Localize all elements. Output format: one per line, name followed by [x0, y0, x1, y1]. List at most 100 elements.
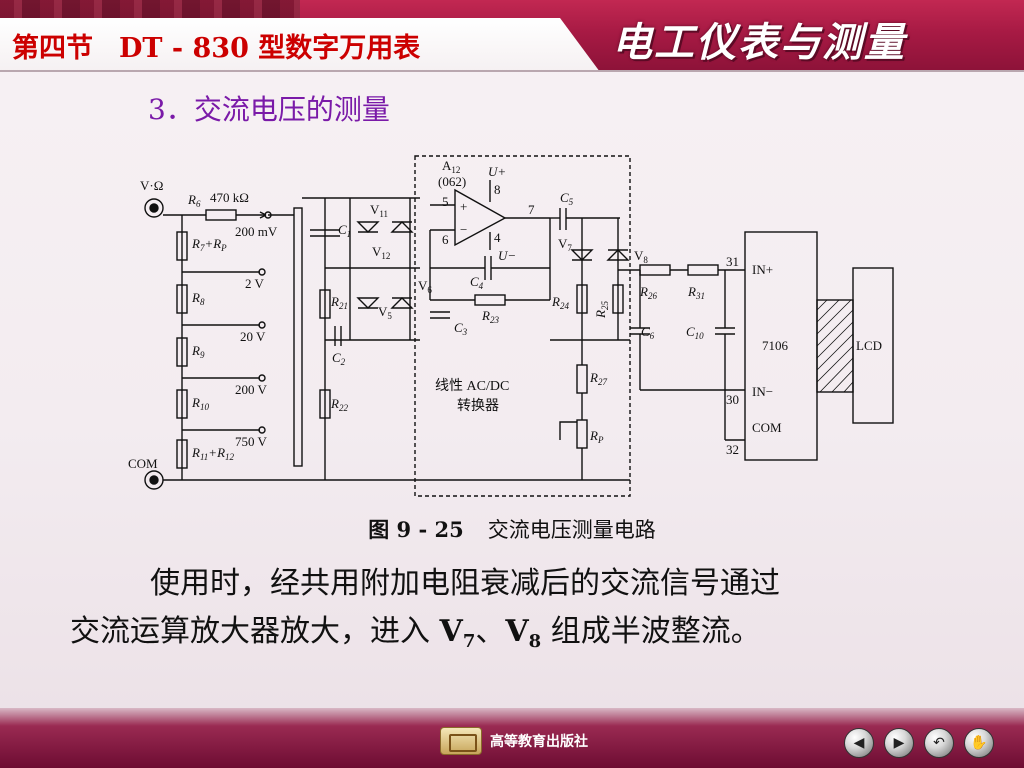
label-pin4: 4 — [494, 230, 501, 245]
return-button[interactable]: ↶ — [924, 728, 954, 758]
label-v6-sub: 6 — [427, 285, 432, 295]
label-a12: A — [442, 158, 452, 173]
label-r21-sub: 21 — [339, 301, 348, 311]
body-paragraph: 使用时，经共用附加电阻衰减后的交流信号通过 交流运算放大器放大，进入 V7、V8… — [70, 560, 960, 666]
slide-navigation: ◀ ▶ ↶ ✋ — [844, 728, 994, 758]
label-r8-sub: 8 — [200, 297, 205, 307]
label-in-minus: IN− — [752, 384, 773, 399]
label-com: COM — [128, 456, 158, 471]
label-r6-sub: 6 — [196, 199, 201, 209]
label-c6-sub: 6 — [650, 331, 655, 341]
label-com-pin: COM — [752, 420, 782, 435]
label-r10: R — [191, 395, 200, 410]
svg-text:V12: V12 — [372, 244, 390, 261]
label-r11r12: R — [191, 445, 200, 460]
label-range-750v: 750 V — [235, 434, 268, 449]
label-uminus: U− — [498, 248, 516, 263]
label-c2-sub: 2 — [341, 357, 346, 367]
svg-text:C4: C4 — [470, 274, 484, 291]
label-v12: V — [372, 244, 382, 259]
course-brand-title: 电工仪表与测量 — [612, 20, 906, 66]
label-r6-value: 470 kΩ — [210, 190, 249, 205]
label-r7rp: R — [191, 236, 200, 251]
label-r7rp-sub2: P — [220, 243, 227, 253]
header-divider — [0, 70, 1024, 72]
label-c1: C — [338, 222, 347, 237]
header-title-tab — [0, 18, 600, 72]
next-slide-button[interactable]: ▶ — [884, 728, 914, 758]
label-r25: R — [593, 310, 608, 319]
label-r31: R — [687, 284, 696, 299]
label-r8: R — [191, 290, 200, 305]
label-c4-sub: 4 — [479, 281, 484, 291]
label-a12-sub: 12 — [451, 165, 460, 175]
label-range-2v: 2 V — [245, 276, 265, 291]
label-r25-sub: 25 — [600, 301, 610, 311]
label-a12-model: (062) — [438, 174, 466, 189]
arrow-left-icon: ◀ — [853, 735, 865, 751]
label-range-20v: 20 V — [240, 329, 266, 344]
footer-bar: 高等教育出版社 ◀ ▶ ↶ ✋ — [0, 708, 1024, 768]
label-r27-sub: 27 — [598, 377, 608, 387]
label-range-200v: 200 V — [235, 382, 268, 397]
label-c4: C — [470, 274, 479, 289]
label-v7: V — [558, 236, 568, 251]
prev-slide-button[interactable]: ◀ — [844, 728, 874, 758]
label-v5-sub: 5 — [387, 311, 392, 321]
label-c3-sub: 3 — [462, 327, 468, 337]
label-pin6: 6 — [442, 232, 449, 247]
svg-text:V7: V7 — [558, 236, 572, 253]
header-photo-strip — [0, 0, 300, 18]
return-arrow-icon: ↶ — [933, 735, 945, 751]
svg-text:C2: C2 — [332, 350, 346, 367]
paragraph-v8: V — [505, 614, 529, 649]
label-lcd: LCD — [856, 338, 882, 353]
label-r23: R — [481, 308, 490, 323]
label-pin8: 8 — [494, 182, 501, 197]
figure-title: 交流电压测量电路 — [487, 518, 656, 542]
label-r11r12-sub: 11 — [200, 452, 208, 462]
svg-text:C6: C6 — [641, 324, 655, 341]
label-r10-sub: 10 — [200, 402, 210, 412]
paragraph-line-2-suffix: 组成半波整流。 — [541, 614, 761, 649]
label-v5: V — [378, 304, 388, 319]
svg-text:R22: R22 — [330, 396, 348, 413]
label-r27: R — [589, 370, 598, 385]
label-r21: R — [330, 294, 339, 309]
label-c3: C — [454, 320, 463, 335]
svg-text:C10: C10 — [686, 324, 704, 341]
svg-text:R9: R9 — [191, 343, 205, 360]
section-topic: DT - 830 型数字万用表 — [119, 33, 421, 64]
svg-text:R24: R24 — [551, 294, 569, 311]
label-rp-sub: P — [597, 435, 604, 445]
label-pin31: 31 — [726, 254, 739, 269]
svg-text:R6: R6 — [187, 192, 201, 209]
label-r9: R — [191, 343, 200, 358]
svg-text:RP: RP — [589, 428, 604, 445]
label-r9-sub: 9 — [200, 350, 205, 360]
label-v11: V — [370, 202, 380, 217]
label-uplus: U+ — [488, 164, 506, 179]
svg-text:R11+R12: R11+R12 — [191, 445, 235, 462]
paragraph-v8-sub: 8 — [528, 631, 542, 652]
label-c1-sub: 1 — [347, 229, 352, 239]
svg-text:R7+RP: R7+RP — [191, 236, 227, 253]
svg-text:C3: C3 — [454, 320, 468, 337]
label-c5: C — [560, 190, 569, 205]
svg-text:R26: R26 — [639, 284, 657, 301]
end-show-button[interactable]: ✋ — [964, 728, 994, 758]
svg-text:R10: R10 — [191, 395, 209, 412]
label-c5-sub: 5 — [569, 197, 574, 207]
label-r7rp-plus: +R — [204, 236, 221, 251]
label-c10-sub: 10 — [695, 331, 705, 341]
label-r7rp-sub: 7 — [200, 243, 205, 253]
label-v6: V — [418, 278, 428, 293]
label-v11-sub: 11 — [379, 209, 388, 219]
paragraph-line-2: 交流运算放大器放大，进入 V7、V8 组成半波整流。 — [70, 614, 761, 652]
label-op-minus: − — [460, 222, 467, 237]
label-converter-line2: 转换器 — [457, 397, 499, 414]
label-r6: R — [187, 192, 196, 207]
